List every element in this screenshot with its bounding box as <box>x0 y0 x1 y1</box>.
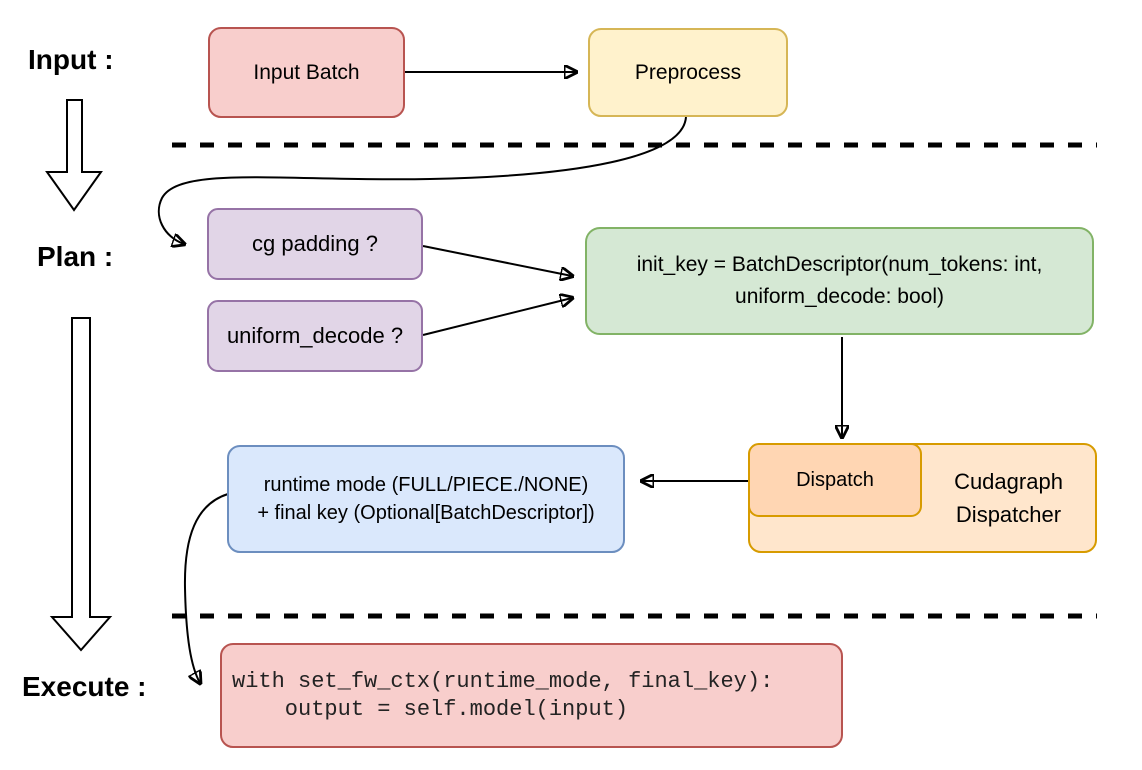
down-arrow-icon <box>45 99 103 212</box>
node-cg-padding: cg padding ? <box>207 208 423 280</box>
stage-label-execute: Execute : <box>22 671 147 702</box>
execute-code-line2: output = self.model(input) <box>232 696 629 722</box>
node-cg-padding-label: cg padding ? <box>252 231 378 256</box>
node-init-key: init_key = BatchDescriptor(num_tokens: i… <box>585 227 1094 335</box>
node-dispatch-label: Dispatch <box>796 468 874 491</box>
node-execute-code: with set_fw_ctx(runtime_mode, final_key)… <box>220 643 843 748</box>
node-input-batch: Input Batch <box>208 27 405 118</box>
connector-runtime-code <box>183 493 229 683</box>
connector-preprocess-cgpadding <box>157 116 687 244</box>
node-init-key-line2: uniform_decode: bool) <box>735 285 944 308</box>
node-uniform-decode: uniform_decode ? <box>207 300 423 372</box>
node-init-key-line1: init_key = BatchDescriptor(num_tokens: i… <box>636 253 1043 276</box>
connector-cgpadding-initkey <box>422 245 572 276</box>
node-dispatch: Dispatch <box>748 443 922 517</box>
node-runtime-result-line1: runtime mode (FULL/PIECE./NONE) <box>263 474 589 496</box>
node-runtime-result: runtime mode (FULL/PIECE./NONE) + final … <box>227 445 625 553</box>
stage-label-input: Input : <box>28 44 114 75</box>
node-preprocess: Preprocess <box>588 28 788 117</box>
stage-label-plan: Plan : <box>37 241 114 272</box>
node-runtime-result-line2: + final key (Optional[BatchDescriptor]) <box>257 502 595 524</box>
node-uniform-decode-label: uniform_decode ? <box>226 323 404 348</box>
node-cudagraph-dispatcher: Cudagraph Dispatcher <box>748 443 1097 553</box>
down-arrow-icon <box>49 317 113 652</box>
connector-uniformdecode-initkey <box>422 298 572 336</box>
node-preprocess-label: Preprocess <box>634 60 742 84</box>
execute-code-line1: with set_fw_ctx(runtime_mode, final_key)… <box>232 668 774 694</box>
node-input-batch-label: Input Batch <box>253 60 360 84</box>
node-cudagraph-dispatcher-label: Cudagraph Dispatcher <box>954 469 1063 527</box>
